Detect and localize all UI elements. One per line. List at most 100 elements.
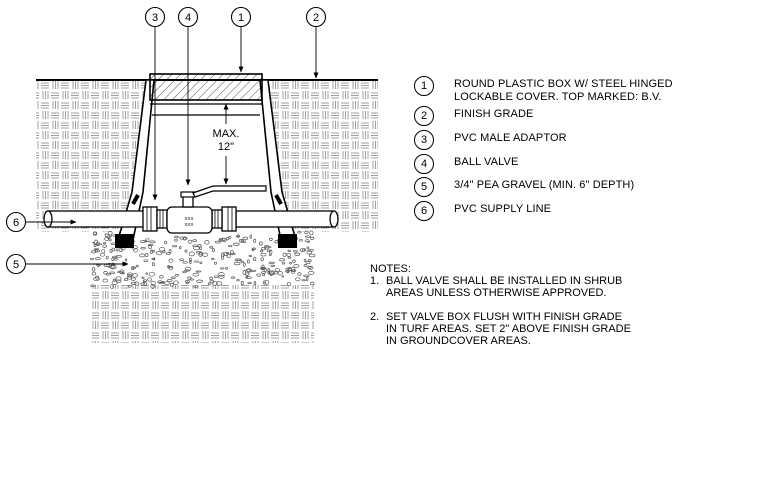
gravel-stone <box>308 271 315 275</box>
gravel-stone <box>236 258 242 261</box>
gravel-stone <box>159 275 164 279</box>
gravel-stone <box>287 256 292 259</box>
gravel-stone <box>192 272 200 277</box>
callout-2-number: 2 <box>313 12 319 24</box>
gravel-stone <box>184 249 188 253</box>
gravel-stone <box>140 247 146 250</box>
note-1-text: BALL VALVE SHALL BE INSTALLED IN SHRUB A… <box>386 275 623 299</box>
gravel-stone <box>282 252 287 257</box>
gravel-stone <box>202 252 209 257</box>
callout-3: 3 <box>144 6 166 201</box>
gravel-stone <box>132 266 136 269</box>
note-1: 1. BALL VALVE SHALL BE INSTALLED IN SHRU… <box>370 275 750 299</box>
legend-item-6: 6 PVC SUPPLY LINE <box>414 201 551 221</box>
dimension-label-max: MAX. <box>213 128 240 140</box>
gravel-stone <box>236 278 240 282</box>
gravel-stone <box>304 230 309 235</box>
gravel-stone <box>286 281 291 287</box>
gravel-stone <box>245 276 252 279</box>
gravel-stone <box>240 281 244 286</box>
callout-1-number: 1 <box>238 12 244 24</box>
gravel-stone <box>303 274 310 278</box>
gravel-stone <box>240 260 244 264</box>
gravel-stone <box>127 284 132 288</box>
gravel-stone <box>281 275 285 278</box>
callout-2: 2 <box>305 6 327 79</box>
gravel-stone <box>102 244 107 248</box>
gravel-stone <box>209 280 215 284</box>
gravel-stone <box>279 258 286 262</box>
gravel-stone <box>121 272 125 275</box>
gravel-stone <box>262 273 266 277</box>
gravel-stone <box>193 260 200 263</box>
ball-valve: XXX XXX <box>166 185 267 234</box>
gravel-stone <box>115 276 122 281</box>
legend-item-5: 5 3/4" PEA GRAVEL (MIN. 6" DEPTH) <box>414 177 634 197</box>
gravel-stone <box>242 236 249 241</box>
gravel-stone <box>305 261 311 264</box>
gravel-stone <box>174 274 180 277</box>
legend-item-1: 1 ROUND PLASTIC BOX W/ STEEL HINGED LOCK… <box>414 76 673 104</box>
gravel-stone <box>130 281 137 285</box>
gravel-stone <box>199 246 202 250</box>
legend-number-4: 4 <box>414 154 434 174</box>
gravel-stone <box>260 271 267 274</box>
gravel-stone <box>94 257 101 260</box>
gravel-stone <box>102 278 108 283</box>
gravel-stone <box>273 271 278 275</box>
note-2-number: 2. <box>370 311 380 323</box>
gravel-stone <box>297 272 302 276</box>
gravel-stone <box>247 259 250 264</box>
gravel-stone <box>299 239 303 242</box>
gravel-stone <box>303 264 308 267</box>
valve-mark-bottom: XXX <box>184 222 193 227</box>
gravel-stone <box>144 253 149 257</box>
gravel-stone <box>107 236 111 240</box>
gravel-stone <box>294 252 301 256</box>
gravel-stone <box>168 258 174 263</box>
gravel-stone <box>185 279 190 284</box>
callout-3-number: 3 <box>152 12 158 24</box>
legend-number-2: 2 <box>414 106 434 126</box>
dimension-label-value: 12" <box>218 141 234 153</box>
gravel-stone <box>184 269 191 272</box>
legend-item-4: 4 BALL VALVE <box>414 154 518 174</box>
gravel-stone <box>299 248 306 252</box>
gravel-stone <box>145 238 150 243</box>
gravel-stone <box>268 270 275 275</box>
gravel-stone <box>293 249 298 253</box>
gravel-stone <box>131 277 136 281</box>
gravel-stone <box>218 272 225 277</box>
gravel-stone <box>306 246 310 249</box>
gravel-stone <box>151 250 156 253</box>
legend-number-6: 6 <box>414 201 434 221</box>
gravel-stone <box>228 244 233 248</box>
gravel-stone <box>162 250 166 254</box>
gravel-stone <box>95 243 103 246</box>
gravel-stone <box>304 235 311 238</box>
legend-label-4: BALL VALVE <box>454 156 519 168</box>
gravel-stone <box>243 262 246 267</box>
gravel-stone <box>165 252 171 256</box>
legend-item-2: 2 FINISH GRADE <box>414 106 533 126</box>
pvc-male-adaptor-right <box>211 206 237 232</box>
gravel-stone <box>274 240 279 244</box>
gravel-stone <box>307 265 312 269</box>
callout-6-number: 6 <box>13 217 19 229</box>
gravel-stone <box>182 237 187 241</box>
gravel-stone <box>96 264 100 267</box>
gravel-stone <box>260 246 266 251</box>
gravel-stone <box>230 276 236 279</box>
legend-label-3: PVC MALE ADAPTOR <box>454 132 567 144</box>
gravel-stone <box>218 237 223 241</box>
gravel-stone <box>245 275 249 279</box>
gravel-stone <box>108 238 112 242</box>
gravel-stone <box>213 275 219 279</box>
gravel-stone <box>301 279 306 282</box>
gravel-stone <box>306 276 309 282</box>
gravel-stone <box>256 273 261 277</box>
gravel-stone <box>195 270 202 273</box>
gravel-stone <box>295 277 301 282</box>
gravel-stone <box>149 240 156 244</box>
gravel-stone <box>193 285 199 288</box>
